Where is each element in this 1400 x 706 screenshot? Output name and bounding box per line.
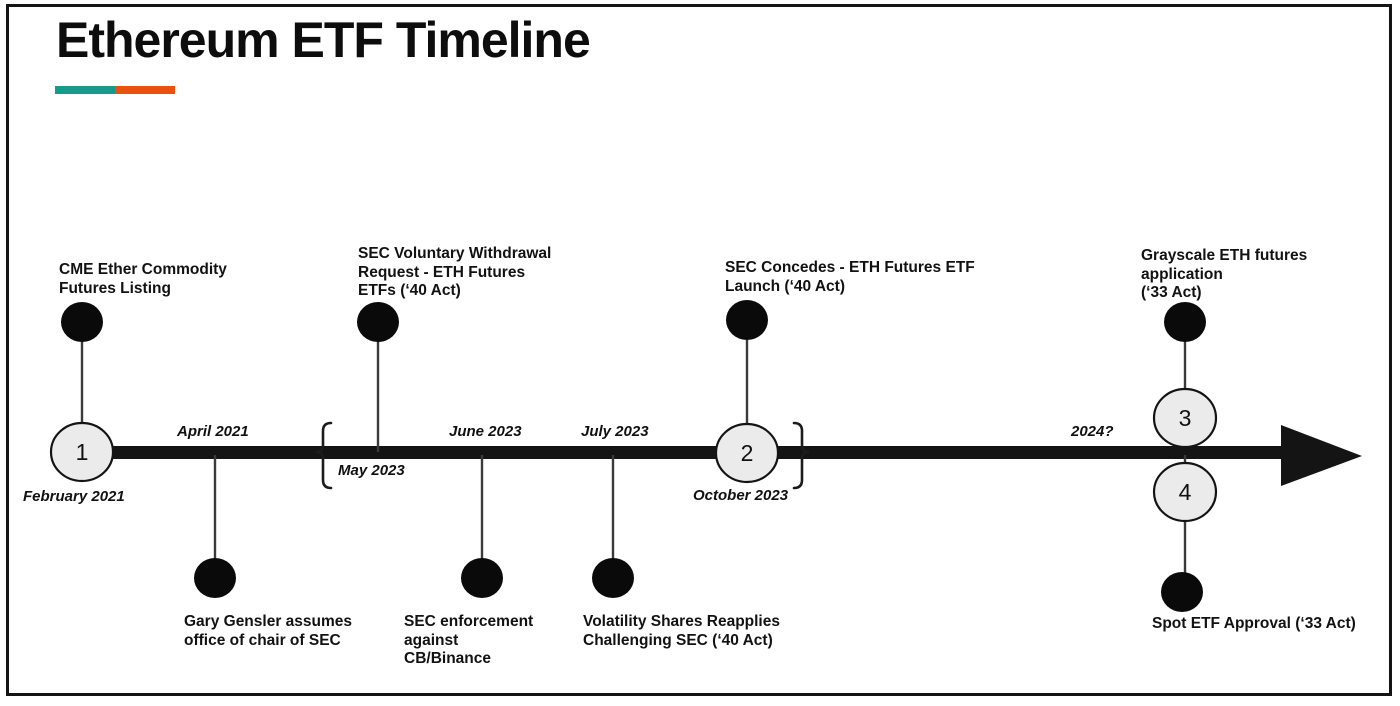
event-dot-volatility-shares [592,558,634,598]
bracket-left-may-2023 [315,421,333,490]
outer-frame [6,4,1392,696]
timeline-node-4 [1152,461,1218,523]
timeline-node-1-number: 1 [75,439,89,465]
timeline-node-2-number: 2 [740,440,754,466]
timeline-node-4-number: 4 [1178,479,1192,505]
date-label-2024: 2024? [1071,423,1114,440]
event-dot-sec-voluntary-withdrawal [357,302,399,342]
date-label-july-2023: July 2023 [581,423,649,440]
date-label-may-2023: May 2023 [338,462,405,479]
event-dot-sec-enforcement [461,558,503,598]
page-title: Ethereum ETF Timeline [56,12,591,68]
event-label-sec-voluntary-withdrawal: SEC Voluntary Withdrawal Request - ETH F… [358,245,552,299]
accent-segment-teal [55,86,115,94]
event-label-cme-ether-futures: CME Ether Commodity Futures Listing [59,261,227,297]
event-dot-cme-ether-futures [61,302,103,342]
event-dot-sec-concedes [726,300,768,340]
timeline-node-3 [1152,387,1218,449]
event-dot-grayscale-application [1164,302,1206,342]
timeline-node-2 [714,422,780,484]
date-label-april-2021: April 2021 [177,423,249,440]
event-label-sec-concedes: SEC Concedes - ETH Futures ETF Launch (‘… [725,259,975,295]
event-label-spot-etf-approval: Spot ETF Approval (‘33 Act) [1152,615,1356,632]
title-accent-underline [55,86,175,94]
event-label-grayscale-application: Grayscale ETH futures application (‘33 A… [1141,247,1308,301]
event-label-gary-gensler: Gary Gensler assumes office of chair of … [184,613,353,649]
timeline-node-3-number: 3 [1178,405,1192,431]
event-dot-gary-gensler [194,558,236,598]
timeline-axis-bar [82,446,1284,459]
timeline-node-1 [49,421,115,483]
timeline-arrowhead [1281,425,1362,486]
event-dot-spot-etf-approval [1161,572,1203,612]
event-label-volatility-shares: Volatility Shares Reapplies Challenging … [583,613,780,649]
date-label-october-2023: October 2023 [693,487,789,504]
date-label-june-2023: June 2023 [449,423,522,440]
date-label-february-2021: February 2021 [23,488,125,505]
bracket-right-october-2023 [792,421,810,490]
event-label-sec-enforcement: SEC enforcement against CB/Binance [404,613,534,667]
accent-segment-orange [115,86,175,94]
